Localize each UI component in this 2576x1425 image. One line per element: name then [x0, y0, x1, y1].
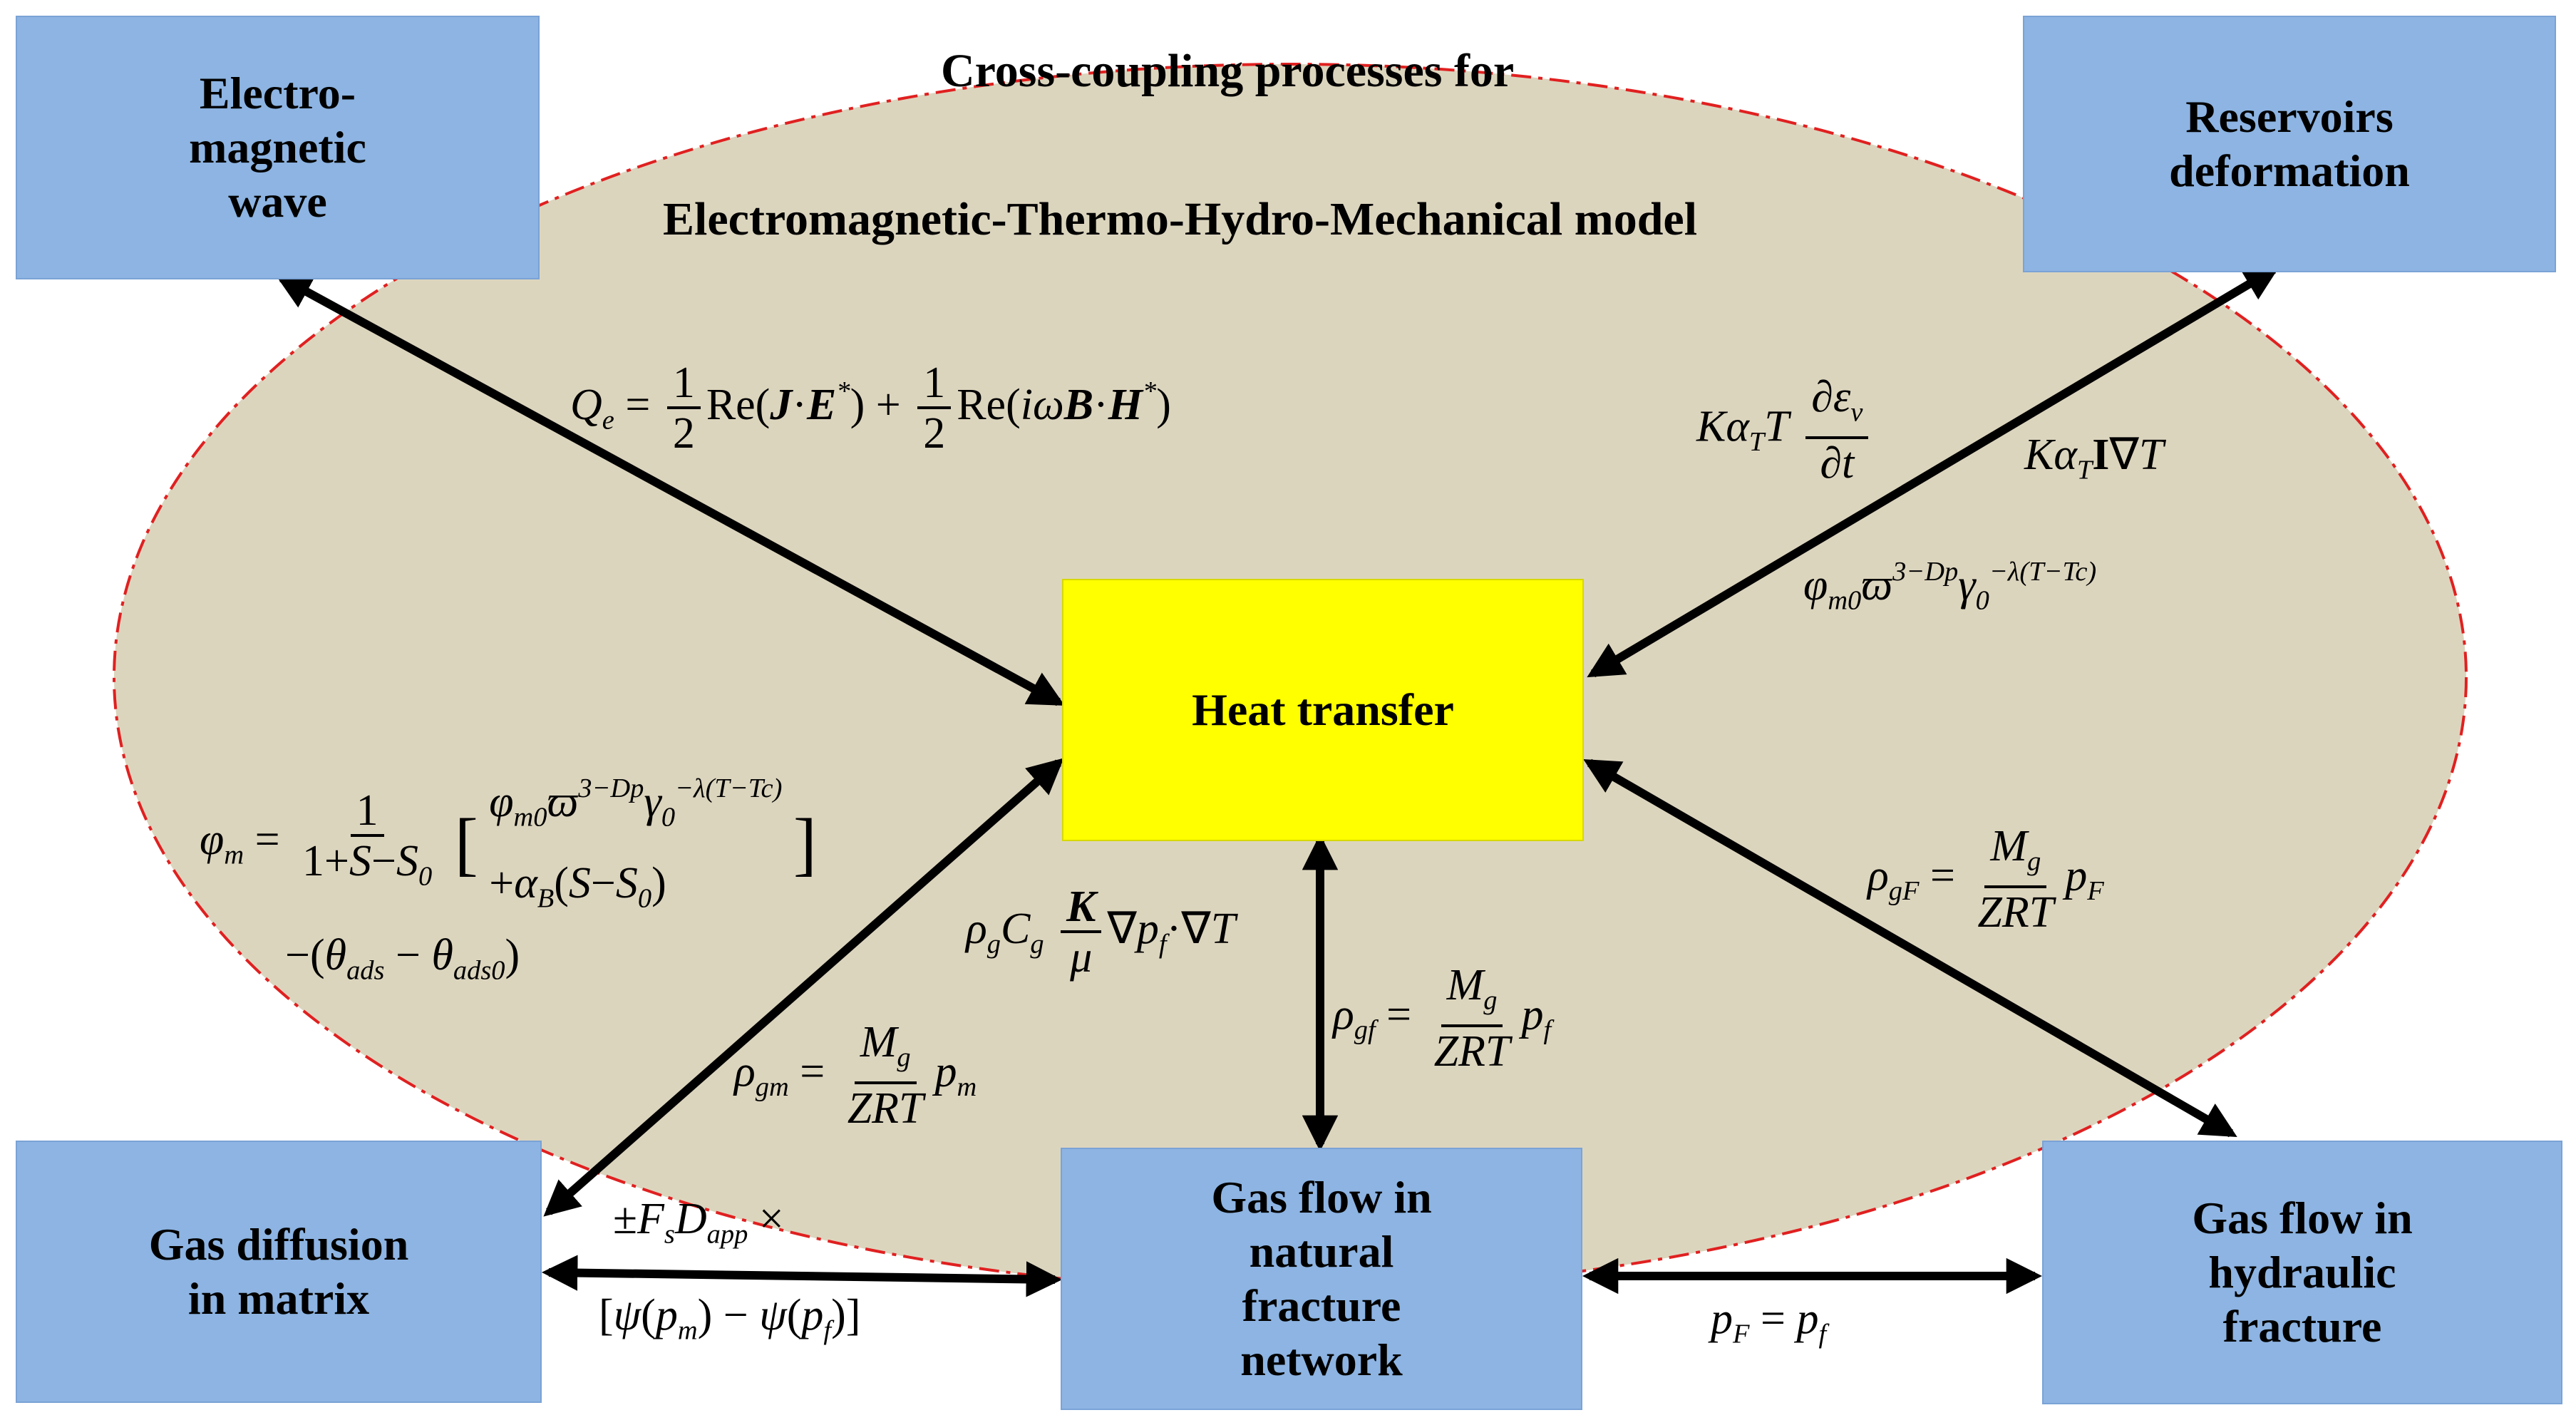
diagram-title-line2: Electromagnetic-Thermo-Hydro-Mechanical …: [663, 193, 1698, 245]
equation-exchange-term: ±FsDapp ×: [613, 1195, 784, 1250]
equation-porosity-fractal: φm0ϖ3−Dpγ0−λ(T−Tc): [1803, 557, 2097, 616]
equation-thermal-stress: KαTI∇T: [2024, 431, 2164, 485]
arrow-diffusion-heat: [543, 758, 1064, 1217]
electromagnetic-wave-box: Electro- magnetic wave: [16, 16, 540, 279]
arrow-electromagnetic-heat: [275, 274, 1065, 706]
gas-diffusion-matrix-box: Gas diffusion in matrix: [16, 1141, 542, 1403]
equation-thermal-strain: KαTT ∂εv∂t: [1696, 374, 1874, 488]
heat-transfer-label: Heat transfer: [1192, 684, 1454, 735]
arrow-reservoir-heat: [1587, 265, 2280, 678]
electromagnetic-wave-label: Electro- magnetic wave: [189, 68, 366, 227]
equation-pseudo-pressure-difference: [ψ(pm) − ψ(pf)]: [599, 1291, 861, 1346]
arrow-hydraulic-heat: [1583, 758, 2237, 1138]
arrow-diffusion-natural: [541, 1255, 1063, 1297]
natural-fracture-network-label: Gas flow in natural fracture network: [1211, 1172, 1432, 1385]
reservoir-deformation-box: Reservoirs deformation: [2023, 16, 2556, 272]
hydraulic-fracture-label: Gas flow in hydraulic fracture: [2192, 1193, 2413, 1352]
hydraulic-fracture-box: Gas flow in hydraulic fracture: [2042, 1141, 2562, 1404]
equation-adsorption-term: −(θads − θads0): [285, 931, 520, 986]
natural-fracture-network-box: Gas flow in natural fracture network: [1061, 1148, 1582, 1410]
heat-transfer-box: Heat transfer: [1062, 579, 1584, 841]
diagram-title-line1: Cross-coupling processes for: [941, 45, 1515, 97]
reservoir-deformation-label: Reservoirs deformation: [2169, 91, 2410, 196]
gas-diffusion-matrix-label: Gas diffusion in matrix: [148, 1219, 409, 1324]
equation-pressure-continuity: pF = pf: [1711, 1295, 1827, 1349]
